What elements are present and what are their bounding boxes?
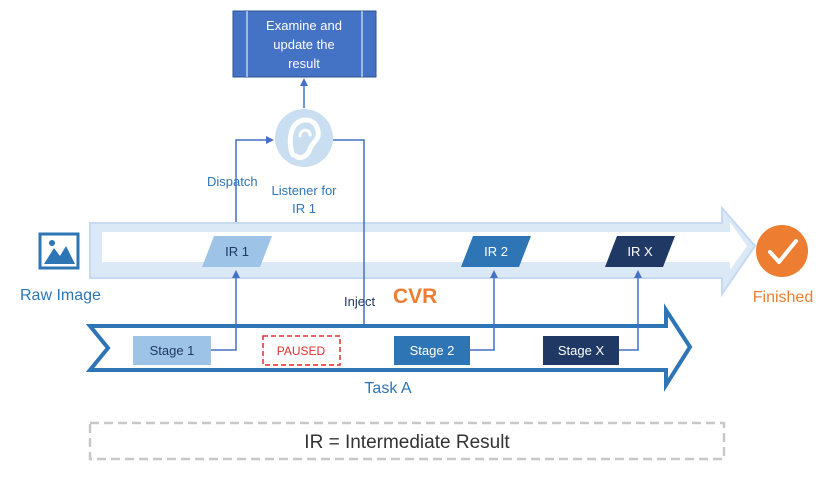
stage1-to-ir1-arrow — [211, 270, 240, 351]
listener-label-line1: Listener for — [271, 183, 337, 198]
listener-label-line2: IR 1 — [292, 201, 316, 216]
ir2-shape: IR 2 — [461, 236, 531, 267]
paused-label: PAUSED — [277, 344, 326, 358]
ir1-label: IR 1 — [225, 244, 249, 259]
task-label: Task A — [364, 380, 411, 397]
paused-box: PAUSED — [262, 335, 341, 366]
image-icon — [38, 232, 80, 270]
inject-label: Inject — [344, 294, 375, 309]
irx-label: IR X — [627, 244, 653, 259]
raw-image-label: Raw Image — [20, 287, 101, 304]
examine-text-line2: update the — [273, 37, 334, 52]
dispatch-arrow — [235, 136, 274, 236]
stagex-box: Stage X — [543, 336, 619, 365]
stage2-box: Stage 2 — [394, 336, 470, 365]
stage1-label: Stage 1 — [150, 343, 195, 358]
ir2-label: IR 2 — [484, 244, 508, 259]
cvr-label: CVR — [393, 285, 437, 308]
stagex-to-irx-arrow — [619, 270, 642, 351]
examine-text-line1: Examine and — [266, 18, 342, 33]
stage2-label: Stage 2 — [410, 343, 455, 358]
legend-text: IR = Intermediate Result — [304, 432, 510, 453]
examine-box: Examine and update the result — [232, 10, 377, 78]
ir1-shape: IR 1 — [202, 236, 272, 267]
irx-shape: IR X — [605, 236, 675, 267]
dispatch-label: Dispatch — [207, 174, 258, 189]
finished-label: Finished — [753, 289, 813, 306]
legend-box: IR = Intermediate Result — [88, 421, 726, 461]
stage1-box: Stage 1 — [133, 336, 211, 365]
task-arrow — [85, 303, 693, 392]
examine-text-line3: result — [288, 56, 320, 71]
ear-icon — [275, 109, 333, 167]
stagex-label: Stage X — [558, 343, 605, 358]
check-icon — [756, 225, 808, 277]
stage2-to-ir2-arrow — [470, 270, 498, 351]
